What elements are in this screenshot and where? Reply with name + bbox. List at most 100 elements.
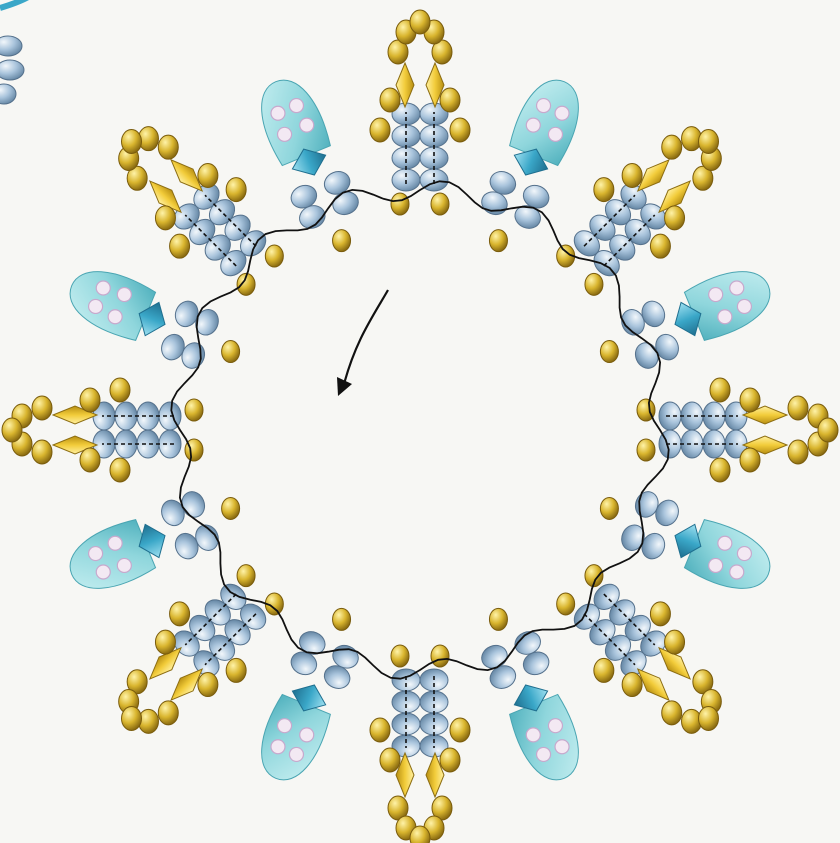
teal-drop-bead	[249, 693, 332, 789]
pearl-dot	[278, 719, 292, 733]
bead-ring	[2, 10, 838, 843]
gold-seed-bead	[158, 701, 178, 725]
gold-seed-bead	[788, 396, 808, 420]
teal-drop-bead	[507, 71, 590, 167]
pearl-dot	[89, 547, 103, 561]
gold-seed-bead	[410, 10, 430, 34]
gold-seed-bead	[431, 645, 449, 667]
pearl-dot	[737, 547, 751, 561]
gold-seed-bead	[237, 565, 255, 587]
blue-seed-bead	[115, 402, 137, 430]
blue-seed-bead	[392, 691, 420, 713]
gold-seed-bead	[170, 602, 190, 626]
gold-seed-bead	[32, 396, 52, 420]
pearl-dot	[555, 106, 569, 120]
pearl-dot	[718, 536, 732, 550]
gold-seed-bead	[80, 388, 100, 412]
drop-motif	[61, 259, 240, 371]
gold-seed-bead	[740, 448, 760, 472]
pearl-dot	[737, 299, 751, 313]
stem-motif	[557, 565, 722, 734]
gold-seed-bead	[158, 135, 178, 159]
pearl-dot	[108, 536, 122, 550]
gold-seed-bead	[788, 440, 808, 464]
partial-bead-fragment	[0, 0, 30, 104]
gold-seed-bead	[440, 748, 460, 772]
gold-seed-bead	[122, 130, 142, 154]
pearl-dot	[108, 310, 122, 324]
pearl-dot	[289, 99, 303, 113]
gold-seed-bead	[380, 748, 400, 772]
blue-seed-bead	[681, 402, 703, 430]
gold-seed-bead	[622, 163, 642, 187]
gold-seed-bead	[122, 706, 142, 730]
gold-seed-bead	[600, 497, 618, 519]
teal-drop-bead	[683, 259, 779, 342]
pearl-dot	[526, 118, 540, 132]
gold-seed-bead	[380, 88, 400, 112]
pearl-dot	[289, 747, 303, 761]
gold-seed-bead	[440, 88, 460, 112]
teal-drop-bead	[683, 517, 779, 600]
gold-seed-bead	[600, 341, 618, 363]
pearl-dot	[271, 740, 285, 754]
blue-seed-bead	[115, 430, 137, 458]
gold-seed-bead	[198, 673, 218, 697]
drop-motif	[478, 608, 590, 789]
stem-motif	[119, 565, 284, 734]
gold-seed-bead	[2, 418, 22, 442]
pearl-dot	[555, 740, 569, 754]
gold-seed-bead	[594, 178, 614, 202]
gold-seed-bead	[662, 701, 682, 725]
stem-motif	[637, 378, 838, 482]
drop-motif	[249, 71, 361, 252]
gold-seed-bead	[226, 178, 246, 202]
gold-seed-bead	[391, 193, 409, 215]
gold-seed-bead	[650, 602, 670, 626]
blue-seed-bead	[420, 691, 448, 713]
gold-seed-bead	[110, 378, 130, 402]
pearl-dot	[117, 558, 131, 572]
teal-drop-bead	[249, 71, 332, 167]
pearl-dot	[730, 281, 744, 295]
blue-seed-bead	[420, 147, 448, 169]
pearl-dot	[548, 719, 562, 733]
center-arrow-icon	[337, 290, 388, 396]
gold-seed-bead	[198, 163, 218, 187]
gold-seed-bead	[585, 273, 603, 295]
gold-seed-bead	[594, 658, 614, 682]
gold-seed-bead	[226, 658, 246, 682]
thread-loop	[171, 181, 668, 678]
stem-motif	[119, 127, 284, 296]
gold-seed-bead	[110, 458, 130, 482]
pearl-dot	[271, 106, 285, 120]
stem-motif	[2, 378, 203, 482]
blue-seed-bead	[420, 125, 448, 147]
gold-seed-bead	[489, 230, 507, 252]
blue-seed-bead	[137, 430, 159, 458]
pearl-dot	[730, 565, 744, 579]
gold-seed-bead	[650, 234, 670, 258]
blue-seed-bead	[681, 430, 703, 458]
pearl-dot	[548, 127, 562, 141]
pearl-dot	[709, 288, 723, 302]
gold-seed-bead	[333, 608, 351, 630]
gold-seed-bead	[450, 718, 470, 742]
blue-seed-bead	[420, 713, 448, 735]
gold-seed-bead	[637, 439, 655, 461]
pearl-dot	[89, 299, 103, 313]
teal-drop-bead	[61, 517, 157, 600]
gold-seed-bead	[333, 230, 351, 252]
gold-seed-bead	[665, 630, 685, 654]
gold-seed-bead	[370, 118, 390, 142]
pearl-dot	[526, 728, 540, 742]
gold-seed-bead	[665, 206, 685, 230]
gold-seed-bead	[740, 388, 760, 412]
drop-motif	[478, 71, 590, 252]
gold-seed-bead	[391, 645, 409, 667]
blue-seed-bead	[703, 402, 725, 430]
drop-motif	[600, 259, 779, 371]
gold-seed-bead	[222, 497, 240, 519]
pearl-dot	[300, 728, 314, 742]
